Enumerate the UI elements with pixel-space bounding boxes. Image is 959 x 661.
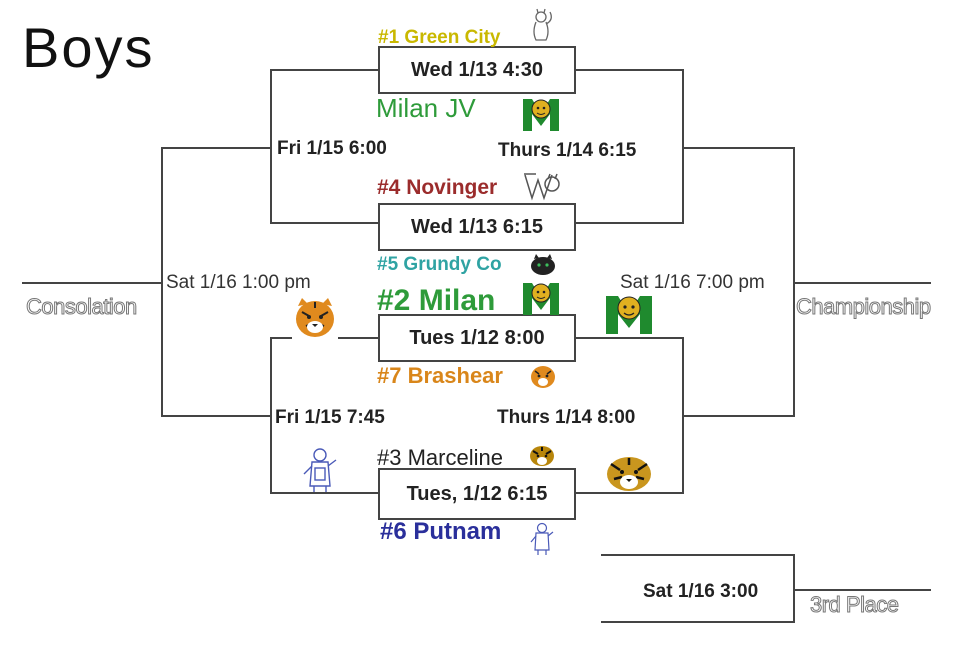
time-thurs-top: Thurs 1/14 6:15 xyxy=(498,140,637,161)
team-grundy-co: #5 Grundy Co xyxy=(377,254,502,275)
tiger-icon xyxy=(528,362,558,390)
team-novinger: #4 Novinger xyxy=(377,176,498,199)
tiger-m-icon xyxy=(522,280,560,316)
game-box-g3[interactable]: Tues 1/12 8:00 xyxy=(378,314,576,362)
team-green-city: #1 Green City xyxy=(378,27,501,48)
time-sat-right: Sat 1/16 7:00 pm xyxy=(620,272,765,293)
consolation-label: Consolation xyxy=(26,294,138,319)
third-place-label: 3rd Place xyxy=(809,592,899,617)
tiger-m-icon xyxy=(522,96,560,132)
midget-icon xyxy=(300,446,340,494)
team-milan-jv: Milan JV xyxy=(376,93,476,123)
game-box-g4[interactable]: Tues, 1/12 6:15 xyxy=(378,468,576,520)
time-fri-bottom: Fri 1/15 7:45 xyxy=(275,407,385,428)
team-marceline: #3 Marceline xyxy=(377,445,503,470)
tiger-m-icon xyxy=(605,293,653,335)
championship-label: Championship xyxy=(796,294,932,319)
team-brashear: #7 Brashear xyxy=(377,363,503,388)
time-sat-left: Sat 1/16 1:00 pm xyxy=(166,272,311,293)
team-putnam: #6 Putnam xyxy=(380,518,502,545)
midget-icon xyxy=(528,522,556,556)
third-place-time: Sat 1/16 3:00 xyxy=(643,581,759,602)
time-thurs-bottom: Thurs 1/14 8:00 xyxy=(497,407,636,428)
tiger-icon xyxy=(292,296,338,340)
tiger-icon xyxy=(604,454,654,494)
game-box-g2[interactable]: Wed 1/13 6:15 xyxy=(378,203,576,251)
team-milan: #2 Milan xyxy=(377,284,496,317)
game-box-g1[interactable]: Wed 1/13 4:30 xyxy=(378,46,576,94)
page-title: Boys xyxy=(22,16,155,79)
time-fri-top: Fri 1/15 6:00 xyxy=(277,138,387,159)
tiger-icon xyxy=(527,443,557,469)
squirrel-icon xyxy=(528,8,554,44)
panther-icon xyxy=(528,253,558,277)
wildcat-icon xyxy=(522,170,562,202)
